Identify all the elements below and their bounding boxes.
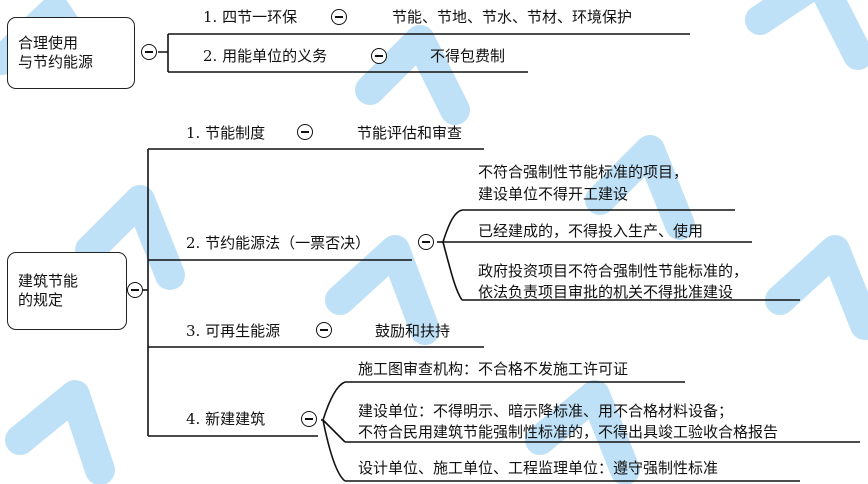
root-node-line1: 建筑节能 bbox=[18, 272, 79, 290]
leaf-text: 建设单位不得开工建设 bbox=[478, 185, 629, 203]
connector-b4-curve bbox=[322, 381, 346, 482]
leaf-text: 节能、节地、节水、节材、环境保护 bbox=[392, 8, 633, 26]
collapse-icon[interactable] bbox=[371, 48, 387, 64]
branch-label: 3. 可再生能源 bbox=[186, 322, 281, 340]
leaf-text: 建设单位：不得明示、暗示降标准、用不合格材料设备； bbox=[358, 402, 734, 420]
collapse-icon[interactable] bbox=[331, 9, 347, 25]
connector-b2-curve bbox=[442, 209, 463, 301]
branch-label: 2. 节约能源法（一票否决） bbox=[186, 234, 371, 252]
root-node-energy-use[interactable]: 合理使用 与节约能源 bbox=[7, 17, 135, 89]
collapse-icon[interactable] bbox=[301, 411, 317, 427]
branch-label: 1. 节能制度 bbox=[186, 124, 266, 142]
collapse-icon[interactable] bbox=[141, 44, 157, 60]
leaf-text: 鼓励和扶持 bbox=[375, 322, 451, 340]
collapse-icon[interactable] bbox=[418, 234, 434, 250]
branch-label: 2. 用能单位的义务 bbox=[203, 47, 328, 65]
root-node-line2: 的规定 bbox=[18, 291, 64, 309]
leaf-text: 依法负责项目审批的机关不得批准建设 bbox=[478, 283, 734, 301]
root-node-building-energy[interactable]: 建筑节能 的规定 bbox=[7, 252, 127, 330]
branch-label: 1. 四节一环保 bbox=[203, 8, 298, 26]
leaf-text: 不符合强制性节能标准的项目， bbox=[478, 163, 689, 181]
leaf-text: 节能评估和审查 bbox=[357, 124, 463, 142]
leaf-text: 不符合民用建筑节能强制性标准的，不得出具竣工验收合格报告 bbox=[358, 423, 779, 441]
root-node-line1: 合理使用 bbox=[18, 34, 79, 52]
leaf-text: 施工图审查机构：不合格不发施工许可证 bbox=[358, 360, 629, 378]
watermark-arrow bbox=[325, 235, 440, 345]
collapse-icon[interactable] bbox=[316, 322, 332, 338]
leaf-text: 设计单位、施工单位、工程监理单位：遵守强制性标准 bbox=[358, 459, 719, 477]
connector-s1-trunk bbox=[158, 34, 169, 72]
watermark-arrow bbox=[75, 185, 185, 290]
watermark-arrow bbox=[765, 235, 868, 340]
branch-label: 4. 新建建筑 bbox=[186, 410, 266, 428]
watermark-arrow bbox=[355, 25, 470, 125]
collapse-icon[interactable] bbox=[297, 124, 313, 140]
leaf-text: 政府投资项目不符合强制性节能标准的， bbox=[478, 262, 749, 280]
watermark-arrow bbox=[745, 0, 868, 70]
watermark-arrow bbox=[585, 135, 695, 240]
collapse-icon[interactable] bbox=[127, 282, 143, 298]
root-node-line2: 与节约能源 bbox=[18, 53, 94, 71]
watermark-arrow bbox=[525, 380, 640, 484]
leaf-text: 不得包费制 bbox=[430, 47, 506, 65]
leaf-text: 已经建成的，不得投入生产、使用 bbox=[478, 222, 704, 240]
watermark-arrow bbox=[5, 380, 115, 484]
